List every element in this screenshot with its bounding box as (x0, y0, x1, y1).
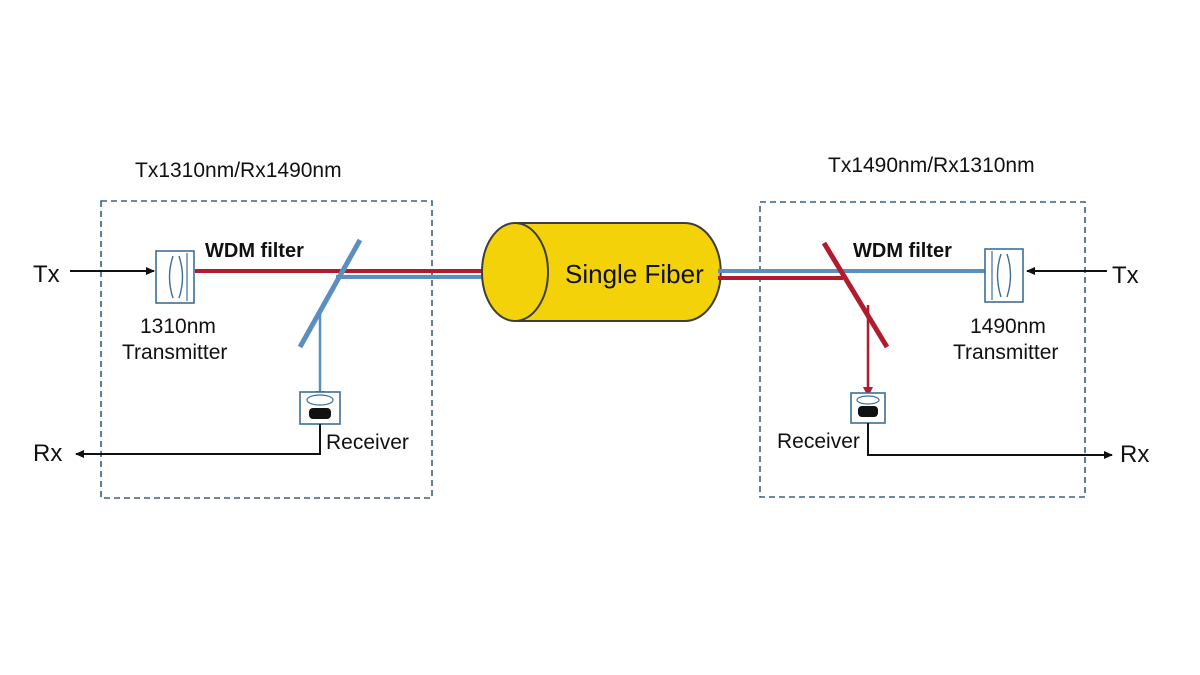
right-receiver-icon (850, 392, 886, 424)
fiber-label: Single Fiber (565, 259, 704, 289)
right-module-title: Tx1490nm/Rx1310nm (828, 154, 1035, 177)
right-module-boundary (759, 201, 1086, 498)
left-module-title: Tx1310nm/Rx1490nm (135, 159, 342, 182)
right-transmitter-lens-icon (984, 248, 1024, 303)
left-transmitter-label: Transmitter (122, 341, 227, 364)
left-module-boundary (100, 200, 433, 499)
right-transmitter-label: Transmitter (953, 341, 1058, 364)
fiber-body (514, 222, 722, 322)
right-transmitter-wavelength: 1490nm (970, 315, 1046, 338)
single-fiber: Single Fiber (481, 222, 722, 322)
left-wdm-filter-label: WDM filter (205, 240, 304, 262)
right-wdm-filter-label: WDM filter (853, 240, 952, 262)
left-transmitter-wavelength: 1310nm (140, 315, 216, 338)
left-rx-label: Rx (33, 440, 62, 467)
fiber-end-face (481, 222, 549, 322)
left-tx-label: Tx (33, 261, 60, 288)
left-transmitter-lens-icon (155, 250, 195, 304)
right-rx-label: Rx (1120, 441, 1149, 468)
left-receiver-icon (299, 391, 341, 425)
right-receiver-label: Receiver (777, 430, 860, 453)
left-receiver-label: Receiver (326, 431, 409, 454)
right-rx-output-arrow (867, 423, 1113, 459)
right-tx-label: Tx (1112, 262, 1139, 289)
left-module: Tx1310nm/Rx1490nm Tx WDM filter 1310nm T… (33, 159, 515, 499)
right-module: Tx1490nm/Rx1310nm WDM filter Tx 1490nm T… (718, 154, 1149, 498)
left-rx-output-arrow (75, 424, 321, 458)
right-wdm-filter-mirror (821, 241, 890, 349)
left-wdm-filter-mirror (297, 238, 363, 349)
